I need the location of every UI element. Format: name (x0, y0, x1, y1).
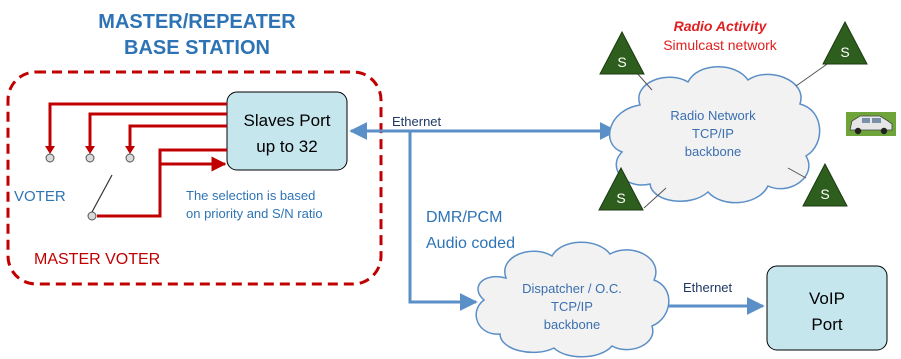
voter-drop-arrows (45, 146, 135, 154)
site-1-label: S (617, 54, 626, 70)
audio-link-dispatcher (408, 131, 478, 311)
site-2-label: S (840, 44, 849, 60)
simulcast-site-2: S (822, 20, 868, 65)
dispatcher-line2: TCP/IP (551, 299, 593, 314)
master-title-line2: BASE STATION (124, 37, 270, 59)
voter-wire-1 (48, 102, 227, 150)
radio-activity-subtitle: Simulcast network (663, 37, 778, 53)
voip-port-box: VoIP Port (766, 265, 888, 351)
dispatcher-line3: backbone (544, 317, 600, 332)
contact-3 (125, 153, 135, 163)
voter-label: VOTER (14, 188, 66, 205)
master-title-line1: MASTER/REPEATER (98, 11, 296, 33)
master-voter-wire (97, 148, 227, 218)
radio-network-cloud: Radio Network TCP/IP backbone (608, 66, 821, 204)
radio-network-line3: backbone (685, 144, 741, 159)
contact-2 (85, 153, 95, 163)
voter-wire-3 (128, 124, 227, 150)
voter-switch-arm (91, 174, 113, 213)
simulcast-site-4: S (802, 162, 848, 207)
audio-label-line1: DMR/PCM (426, 209, 502, 226)
simulcast-site-1: S (599, 30, 645, 75)
selection-note-line1: The selection is based (186, 188, 315, 203)
simulcast-site-3: S (598, 166, 644, 211)
vehicle-icon (846, 112, 896, 136)
site-connectors (635, 61, 831, 209)
voter-wiring (48, 102, 227, 218)
contact-1 (45, 153, 55, 163)
dispatcher-cloud: Dispatcher / O.C. TCP/IP backbone (475, 241, 670, 358)
ethernet-top-label: Ethernet (392, 114, 442, 129)
voip-line1: VoIP (809, 289, 845, 308)
radio-network-line2: TCP/IP (692, 126, 734, 141)
voip-line2: Port (811, 315, 842, 334)
voter-wire-2 (88, 112, 227, 150)
voter-contacts (45, 153, 135, 221)
slaves-port-line2: up to 32 (256, 137, 317, 156)
audio-label-line2: Audio coded (426, 235, 515, 252)
radio-activity-title: Radio Activity (674, 18, 768, 34)
selection-note-line2: on priority and S/N ratio (186, 206, 323, 221)
site-3-label: S (616, 190, 625, 206)
radio-network-line1: Radio Network (670, 108, 756, 123)
site-4-label: S (820, 186, 829, 202)
dispatcher-line1: Dispatcher / O.C. (522, 281, 622, 296)
ethernet-bottom-label: Ethernet (683, 280, 733, 295)
slaves-port-line1: Slaves Port (244, 111, 331, 130)
base-station-boundary (6, 70, 383, 286)
master-voter-label: MASTER VOTER (34, 251, 160, 268)
contact-master (87, 211, 97, 221)
slaves-port-box: Slaves Port up to 32 (226, 91, 348, 171)
